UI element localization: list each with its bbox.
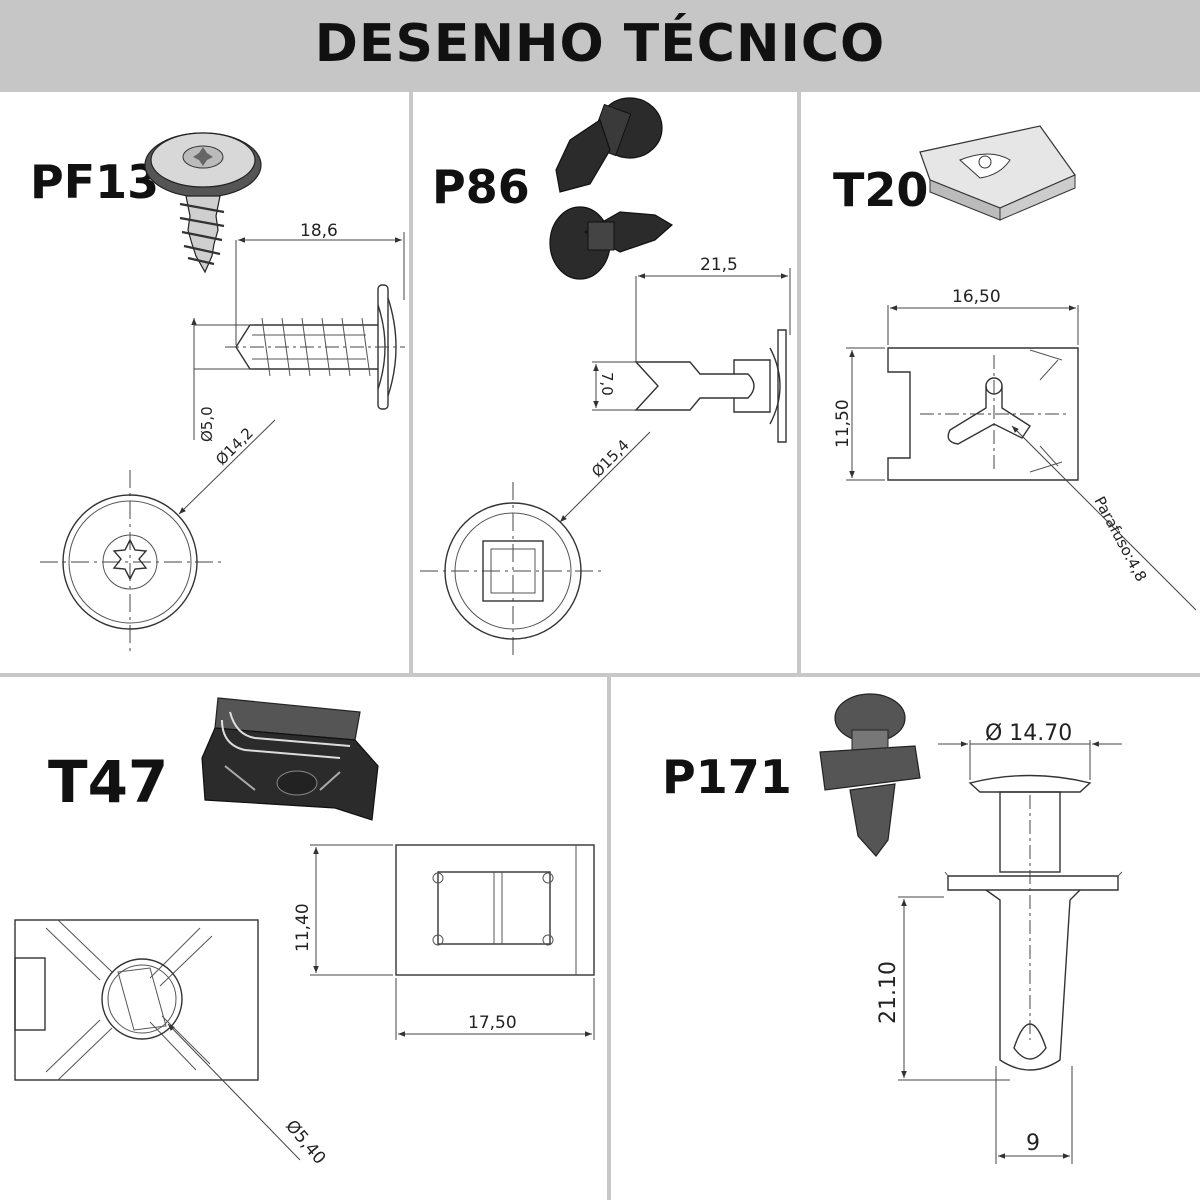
t20-clip-icon xyxy=(919,125,1076,221)
pf13-front-view xyxy=(40,419,276,655)
divider-v1 xyxy=(409,92,413,674)
p171-push-pin-icon xyxy=(819,693,921,857)
divider-h xyxy=(0,673,1200,677)
p171-length-label: 21.10 xyxy=(876,961,901,1024)
pf13-length-label: 18,6 xyxy=(300,221,338,241)
pf13-side-view xyxy=(191,232,405,440)
t47-side-view xyxy=(310,844,595,1040)
page-title: DESENHO TÉCNICO xyxy=(314,14,886,74)
t20-screw-label: Parafuso:4,8 xyxy=(1090,493,1150,584)
header-bar: DESENHO TÉCNICO xyxy=(0,0,1200,92)
pf13-thread-dia-label: Ø5,0 xyxy=(198,406,216,442)
part-code-t47: T47 xyxy=(48,748,169,816)
part-code-p171: P171 xyxy=(662,750,792,804)
part-code-pf13: PF13 xyxy=(30,155,160,209)
t47-clip-icon xyxy=(201,697,379,821)
p86-side-view xyxy=(592,268,791,443)
t20-height-label: 11,50 xyxy=(833,399,853,448)
t47-width-label: 17,50 xyxy=(468,1013,517,1033)
p86-front-view xyxy=(420,431,651,660)
t20-width-label: 16,50 xyxy=(952,287,1001,307)
p86-body-label: 7,0 xyxy=(598,372,616,396)
t47-hole-dia-label: Ø5,40 xyxy=(281,1116,329,1168)
p171-head-dia-label: Ø 14.70 xyxy=(985,721,1072,746)
pf13-head-dia-label: Ø14,2 xyxy=(212,424,257,469)
divider-v2 xyxy=(797,92,801,674)
p86-length-label: 21,5 xyxy=(700,255,738,275)
t47-height-label: 11,40 xyxy=(293,903,313,952)
pf13-screw-icon xyxy=(144,132,262,274)
p171-side-view xyxy=(898,740,1123,1164)
p86-head-dia-label: Ø15,4 xyxy=(588,436,633,481)
t47-top-view xyxy=(14,919,301,1161)
p171-shank-label: 9 xyxy=(1026,1131,1040,1156)
divider-v3 xyxy=(607,677,611,1200)
p86-rivet-icon xyxy=(549,97,674,280)
t20-top-view xyxy=(846,305,1197,611)
part-code-t20: T20 xyxy=(833,163,929,217)
part-code-p86: P86 xyxy=(432,160,530,214)
